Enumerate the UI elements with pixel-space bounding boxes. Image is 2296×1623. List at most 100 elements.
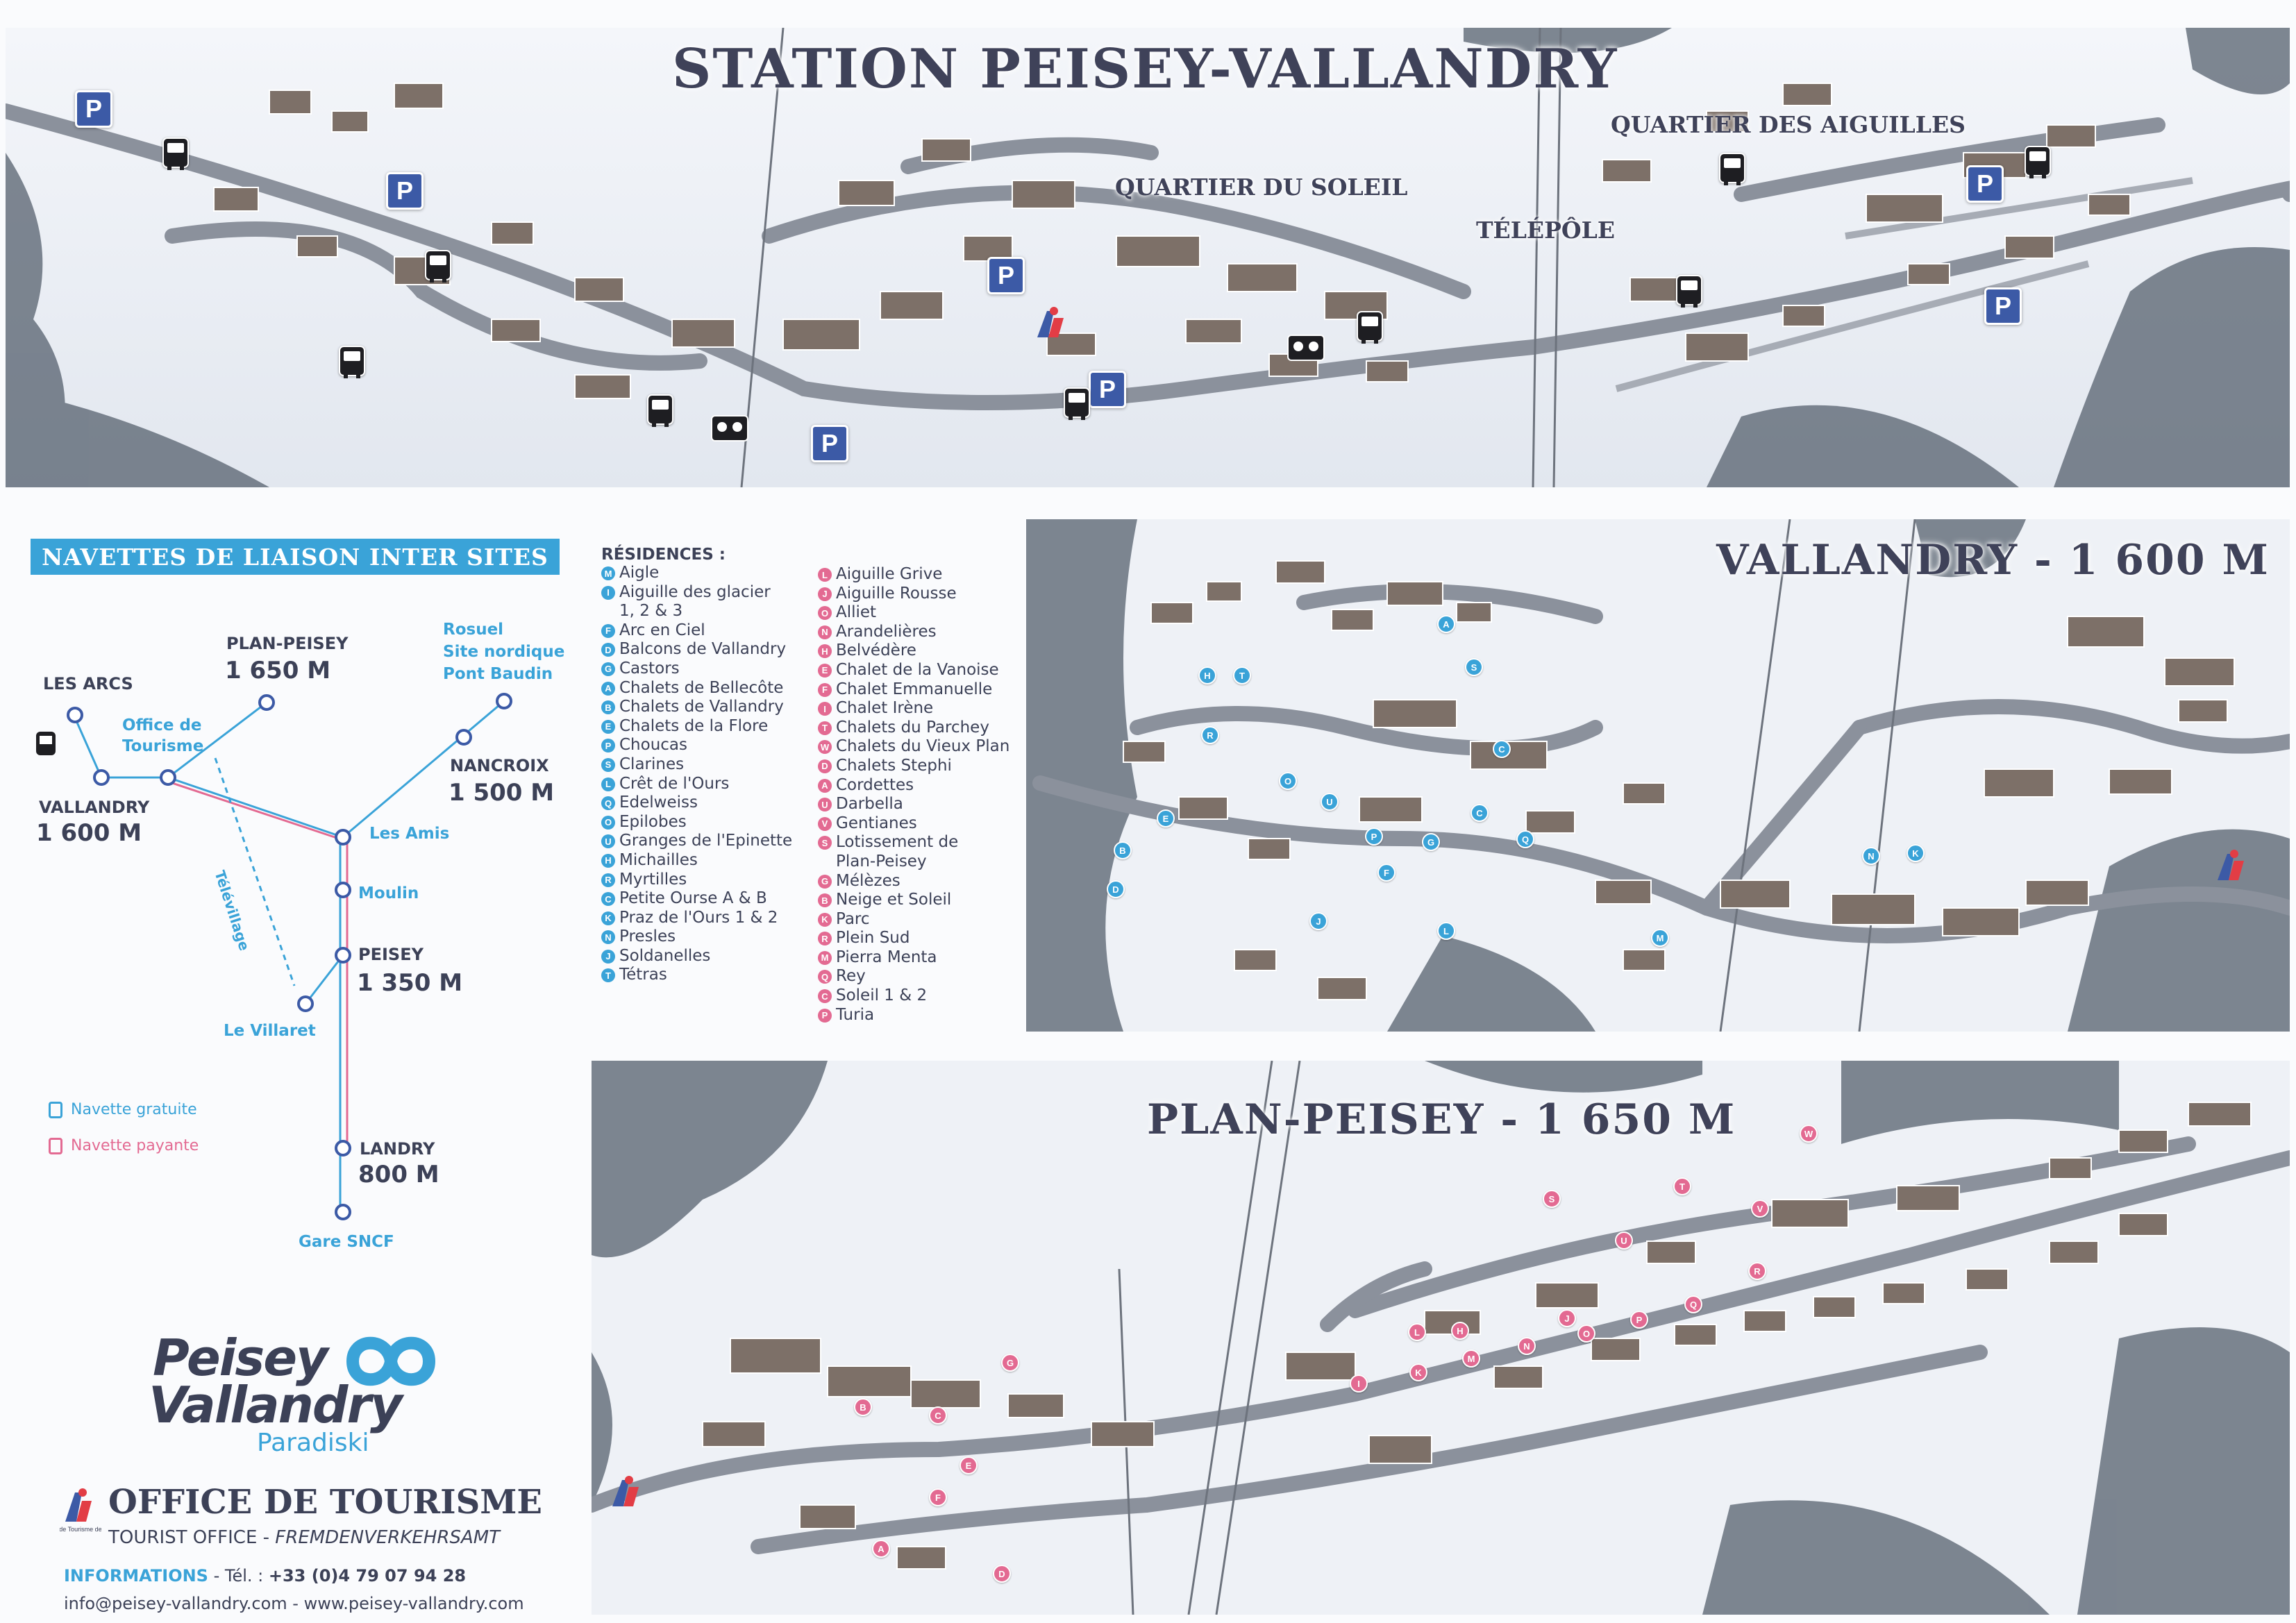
residence-map-marker[interactable]: C: [929, 1406, 947, 1424]
parking-icon[interactable]: P: [1089, 371, 1126, 408]
residence-map-marker[interactable]: K: [1907, 844, 1925, 862]
tourist-office-icon[interactable]: [608, 1474, 643, 1509]
residence-map-marker[interactable]: B: [1114, 841, 1132, 859]
residence-map-marker[interactable]: I: [1350, 1374, 1368, 1393]
residence-map-marker[interactable]: U: [1615, 1231, 1633, 1250]
residence-marker-dot: O: [601, 815, 615, 830]
residence-marker-dot: F: [818, 682, 832, 697]
residence-name: Granges de l'Epinette: [619, 832, 793, 850]
tourist-office-icon[interactable]: [2213, 848, 2248, 883]
residence-map-marker[interactable]: D: [1107, 880, 1125, 898]
residence-map-marker[interactable]: R: [1748, 1262, 1766, 1280]
residence-marker-dot: Q: [818, 970, 832, 984]
residence-map-marker[interactable]: K: [1409, 1363, 1427, 1381]
residence-map-marker[interactable]: O: [1279, 772, 1297, 790]
residence-map-marker[interactable]: J: [1309, 912, 1327, 930]
residence-marker-dot: U: [601, 834, 615, 849]
residence-map-marker[interactable]: Q: [1516, 830, 1534, 848]
residence-map-marker[interactable]: B: [854, 1398, 872, 1416]
info-phone-number[interactable]: +33 (0)4 79 07 94 28: [268, 1566, 467, 1586]
info-email-web-line[interactable]: info@peisey-vallandry.com - www.peisey-v…: [64, 1594, 524, 1613]
bus-stop-icon[interactable]: [1719, 153, 1745, 185]
parking-icon[interactable]: P: [987, 257, 1025, 294]
residences-heading: RÉSIDENCES :: [601, 546, 726, 564]
residence-map-marker[interactable]: E: [960, 1456, 978, 1474]
residence-map-marker[interactable]: H: [1198, 666, 1216, 684]
bus-stop-icon[interactable]: [647, 394, 673, 427]
label-quartier-du-soleil: QUARTIER DU SOLEIL: [1115, 174, 1408, 201]
parking-icon[interactable]: P: [1966, 165, 2004, 203]
label-pont-baudin: Pont Baudin: [443, 665, 553, 683]
residence-map-marker[interactable]: P: [1365, 827, 1383, 846]
residence-map-marker[interactable]: P: [1630, 1311, 1648, 1329]
residence-map-marker[interactable]: S: [1465, 658, 1483, 676]
residence-map-marker[interactable]: Q: [1684, 1295, 1702, 1313]
parking-icon[interactable]: P: [75, 90, 112, 128]
bus-stop-icon[interactable]: [1676, 275, 1702, 308]
tourist-office-icon[interactable]: [1033, 305, 1068, 340]
station-map-panel[interactable]: STATION PEISEY-VALLANDRY QUARTIER DU SOL…: [6, 28, 2290, 487]
bus-stop-icon[interactable]: [162, 137, 189, 170]
bus-stop-icon[interactable]: [425, 250, 451, 283]
residence-map-marker[interactable]: N: [1518, 1337, 1536, 1355]
residence-map-marker[interactable]: T: [1233, 666, 1251, 684]
residence-map-marker[interactable]: A: [1437, 615, 1455, 633]
residence-map-marker[interactable]: F: [1377, 864, 1396, 882]
residence-map-marker[interactable]: H: [1451, 1322, 1469, 1340]
legend-paid-label: Navette payante: [71, 1137, 199, 1154]
residence-map-marker[interactable]: L: [1408, 1323, 1426, 1341]
residence-map-marker[interactable]: U: [1321, 793, 1339, 811]
label-nancroix-altitude: 1 500 M: [449, 779, 555, 807]
residence-map-marker[interactable]: F: [929, 1488, 947, 1506]
residence-map-marker[interactable]: R: [1201, 726, 1219, 744]
bus-stop-icon[interactable]: [1357, 311, 1383, 344]
cable-car-icon[interactable]: [711, 415, 748, 442]
residence-map-marker[interactable]: E: [1157, 809, 1175, 827]
residence-map-marker[interactable]: W: [1800, 1125, 1818, 1143]
bus-stop-icon[interactable]: [2025, 146, 2051, 178]
residence-marker-dot: D: [601, 643, 615, 657]
parking-icon[interactable]: P: [1984, 287, 2022, 325]
legend-free-label: Navette gratuite: [71, 1101, 197, 1118]
cable-car-icon[interactable]: [1287, 335, 1325, 361]
residence-map-marker[interactable]: L: [1437, 922, 1455, 940]
residence-map-marker[interactable]: G: [1001, 1354, 1019, 1372]
residence-marker-dot: M: [601, 566, 615, 580]
office-subtitle-italic: FREMDENVERKEHRSAMT: [275, 1527, 501, 1548]
residence-map-marker[interactable]: G: [1422, 833, 1440, 851]
residence-map-marker[interactable]: M: [1462, 1349, 1480, 1368]
peisey-vallandry-logo[interactable]: Peisey Vallandry Paradiski: [149, 1323, 451, 1462]
residence-map-marker[interactable]: D: [993, 1565, 1011, 1583]
residence-map-marker[interactable]: O: [1577, 1325, 1595, 1343]
bus-stop-icon[interactable]: [339, 346, 365, 378]
bus-stop-icon[interactable]: [1064, 387, 1090, 420]
residence-name: Chalet Emmanuelle: [836, 680, 993, 698]
parking-icon[interactable]: P: [386, 172, 424, 210]
residence-map-marker[interactable]: C: [1493, 740, 1511, 758]
residence-map-marker[interactable]: S: [1543, 1190, 1561, 1208]
residence-map-marker[interactable]: V: [1751, 1200, 1769, 1218]
residence-map-marker[interactable]: C: [1470, 804, 1489, 822]
residence-map-marker[interactable]: A: [872, 1540, 890, 1558]
residence-marker-dot: U: [818, 798, 832, 812]
residence-name: Chalets de Vallandry: [619, 698, 784, 716]
label-gare-sncf: Gare SNCF: [299, 1233, 394, 1251]
parking-icon[interactable]: P: [811, 425, 848, 462]
residence-map-marker[interactable]: N: [1862, 847, 1880, 865]
residence-map-marker[interactable]: J: [1558, 1309, 1576, 1327]
residence-map-marker[interactable]: M: [1651, 929, 1669, 947]
residence-name: Balcons de Vallandry: [619, 640, 787, 659]
residence-map-marker[interactable]: T: [1673, 1177, 1691, 1195]
residence-name: Tétras: [619, 966, 667, 984]
residence-marker-dot: V: [818, 816, 832, 831]
